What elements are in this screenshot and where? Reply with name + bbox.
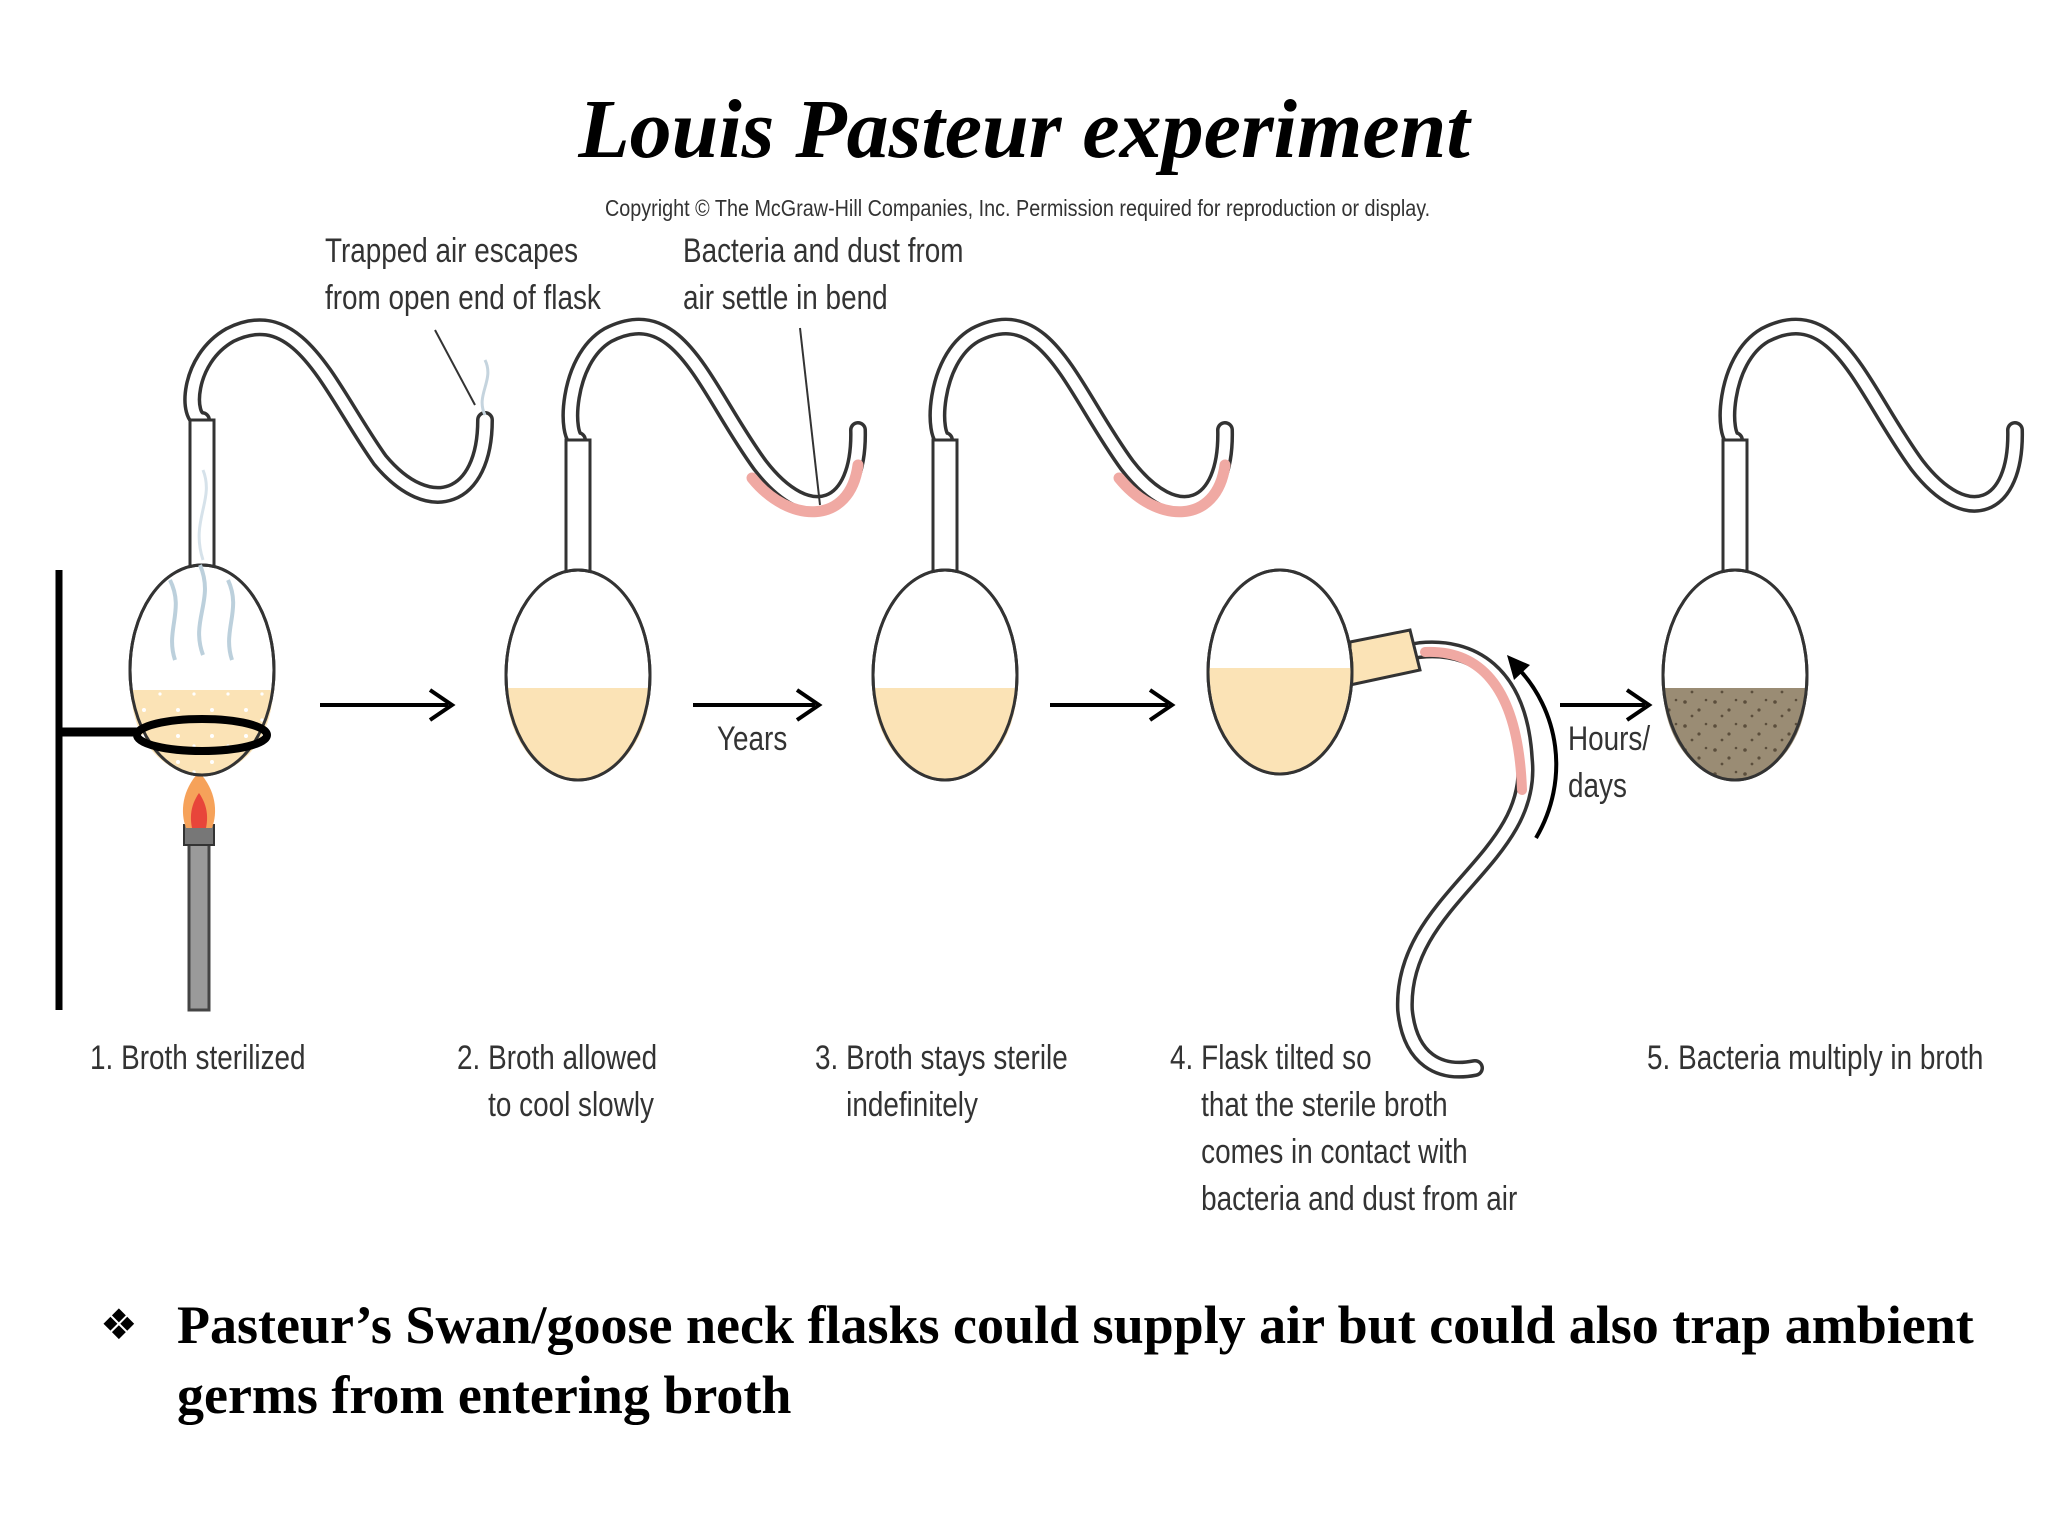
tilt-arrow	[1513, 663, 1559, 840]
flask-5-contaminated	[1661, 317, 2025, 782]
flask-2-cooling	[504, 317, 868, 782]
summary-text: Pasteur’s Swan/goose neck flasks could s…	[177, 1295, 1974, 1425]
bacteria-dust-callout: Bacteria and dust from air settle in ben…	[683, 232, 964, 317]
years-label: Years	[717, 720, 788, 758]
diamond-bullet-icon: ❖	[100, 1300, 138, 1349]
arrow-3-to-4	[1050, 688, 1176, 722]
arrow-4-to-5	[1560, 688, 1653, 722]
arrow-1-to-2	[320, 688, 456, 722]
flask-3-sterile	[871, 317, 1235, 782]
bunsen-burner	[187, 836, 211, 1012]
trapped-air-callout: Trapped air escapes from open end of fla…	[325, 232, 601, 317]
flask-1-heated	[128, 318, 494, 777]
hours-days-label: Hours/ days	[1568, 720, 1651, 805]
flame-inner	[190, 793, 208, 828]
callout-line-bacteria-dust	[799, 327, 821, 506]
flask-4-tilted	[1206, 568, 1535, 1079]
callout-line-trapped-air	[434, 329, 476, 406]
copyright-notice: Copyright © The McGraw-Hill Companies, I…	[605, 195, 1431, 221]
arrow-2-to-3	[693, 688, 823, 722]
page-title: Louis Pasteur experiment	[578, 83, 1470, 176]
